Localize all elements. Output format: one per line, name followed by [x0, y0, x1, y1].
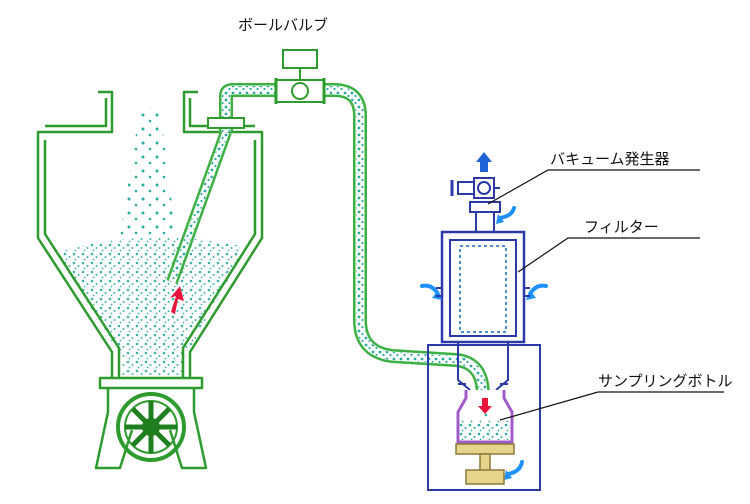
- rotary-valve-icon: [116, 392, 186, 462]
- label-sampling-bottle: サンプリングボトル: [598, 372, 733, 390]
- arrow-up-icon: [476, 152, 492, 172]
- hopper-powder: [58, 237, 240, 375]
- vacuum-generator: [450, 177, 500, 199]
- arrow-red-icon: [478, 398, 492, 414]
- sampling-bottle: [456, 390, 514, 444]
- arrow-red-icon: [170, 286, 184, 314]
- label-filter: フィルター: [584, 218, 659, 236]
- transfer-pipe: [207, 83, 491, 401]
- hopper: [36, 90, 264, 470]
- ball-valve: [274, 49, 326, 104]
- label-ball-valve: ボールバルブ: [238, 16, 328, 34]
- suction-probe: [166, 129, 232, 285]
- falling-powder: [120, 108, 176, 236]
- leader-lines: [487, 169, 724, 421]
- label-vacuum-generator: バキューム発生器: [550, 150, 670, 168]
- bottle-stand: [455, 443, 515, 485]
